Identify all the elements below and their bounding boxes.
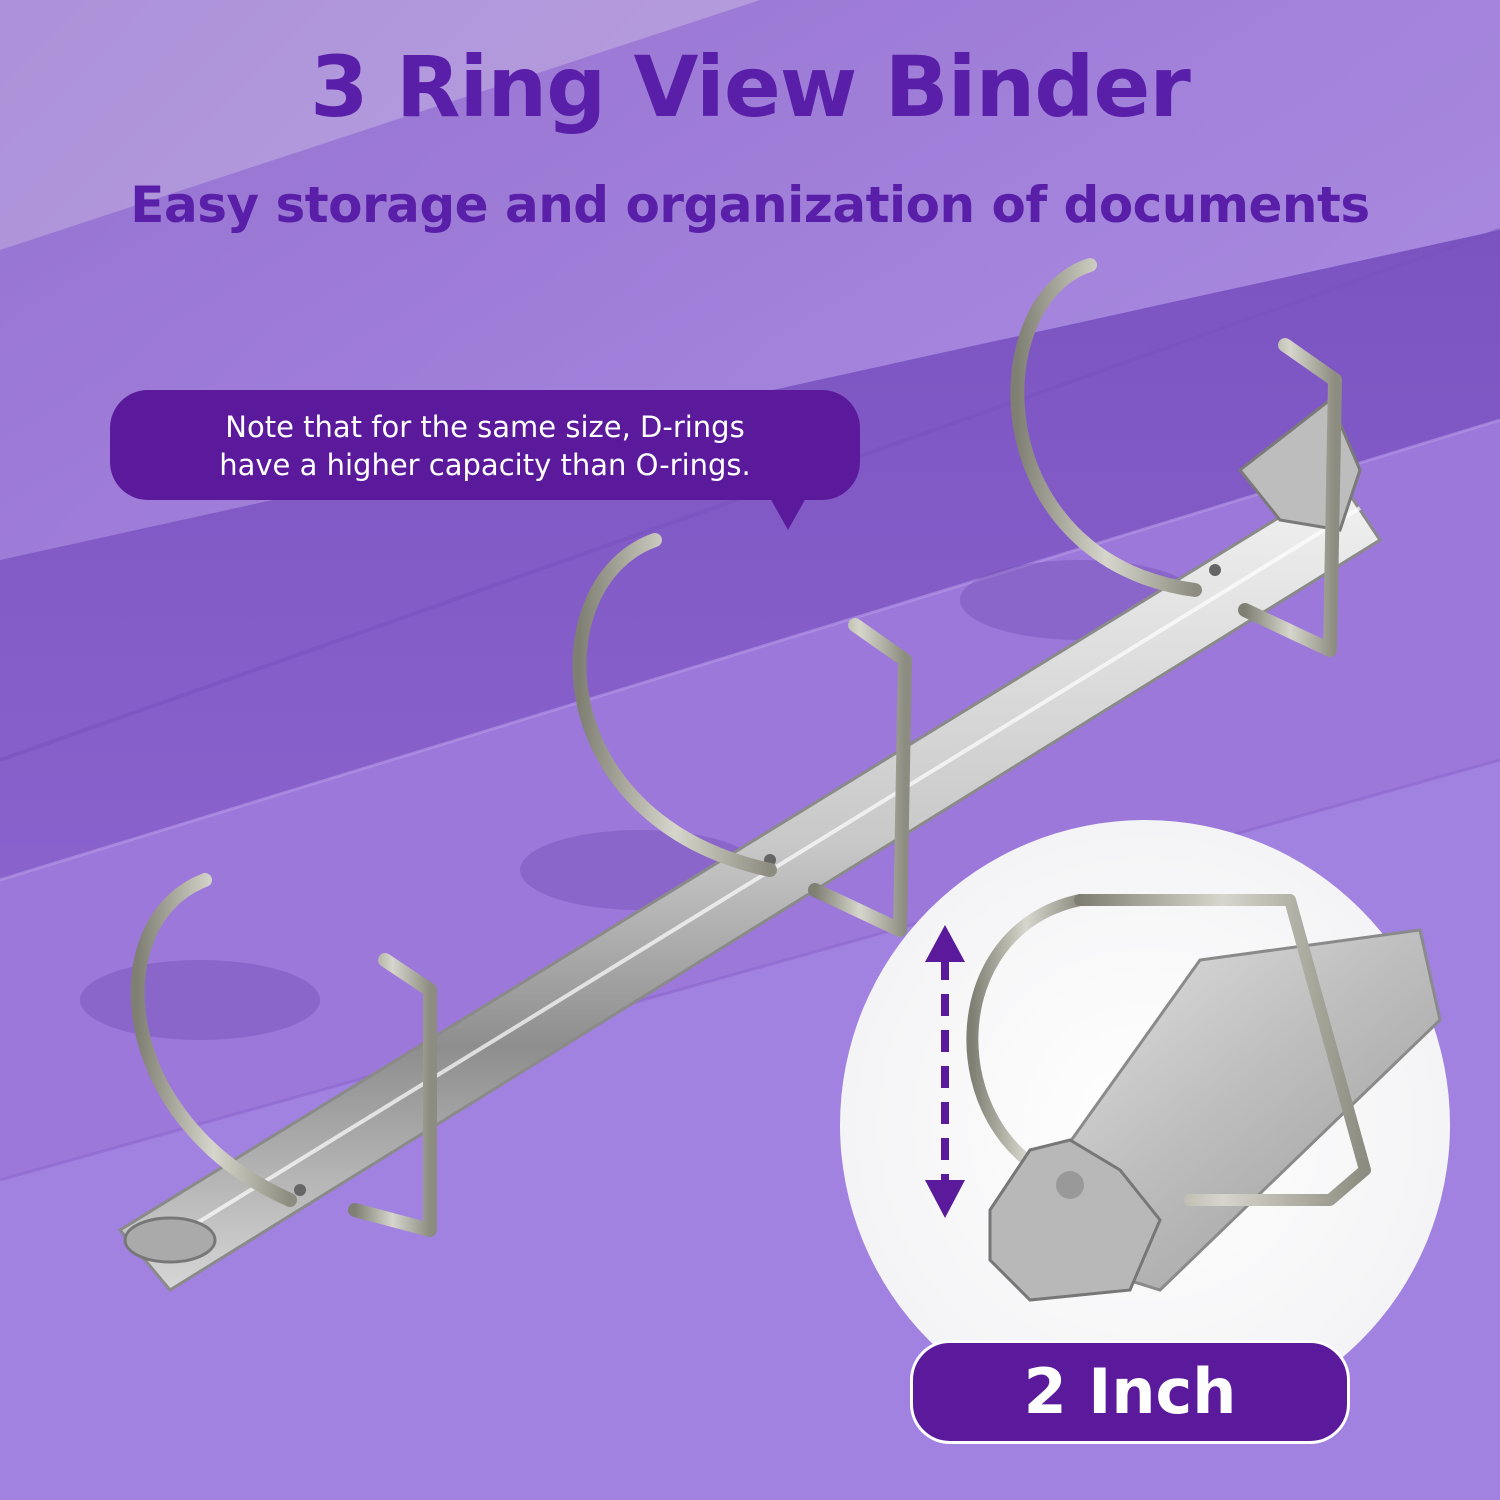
d-ring-far bbox=[1010, 258, 1342, 657]
ring-shadow bbox=[80, 960, 320, 1040]
rivet bbox=[294, 1184, 306, 1196]
note-line-2: have a higher capacity than O-rings. bbox=[219, 448, 751, 482]
d-ring-near bbox=[130, 873, 437, 1237]
ring-size-badge: 2 Inch bbox=[910, 1340, 1350, 1444]
cover-fold-line bbox=[0, 418, 1500, 882]
note-speech-bubble: Note that for the same size, D-rings hav… bbox=[110, 390, 860, 500]
rivet bbox=[1209, 564, 1221, 576]
double-headed-dashed-arrow-icon bbox=[925, 925, 965, 1218]
speech-bubble-tail bbox=[770, 498, 806, 530]
product-subheadline: Easy storage and organization of documen… bbox=[130, 176, 1370, 234]
zoom-detail-content bbox=[966, 894, 1442, 1302]
note-line-1: Note that for the same size, D-rings bbox=[225, 410, 745, 444]
rail-highlight bbox=[143, 506, 1362, 1257]
rail-end-cap bbox=[123, 1216, 217, 1264]
d-ring-middle bbox=[572, 533, 912, 937]
product-headline: 3 Ring View Binder bbox=[310, 38, 1191, 136]
cover-fold-line bbox=[0, 758, 1500, 1182]
